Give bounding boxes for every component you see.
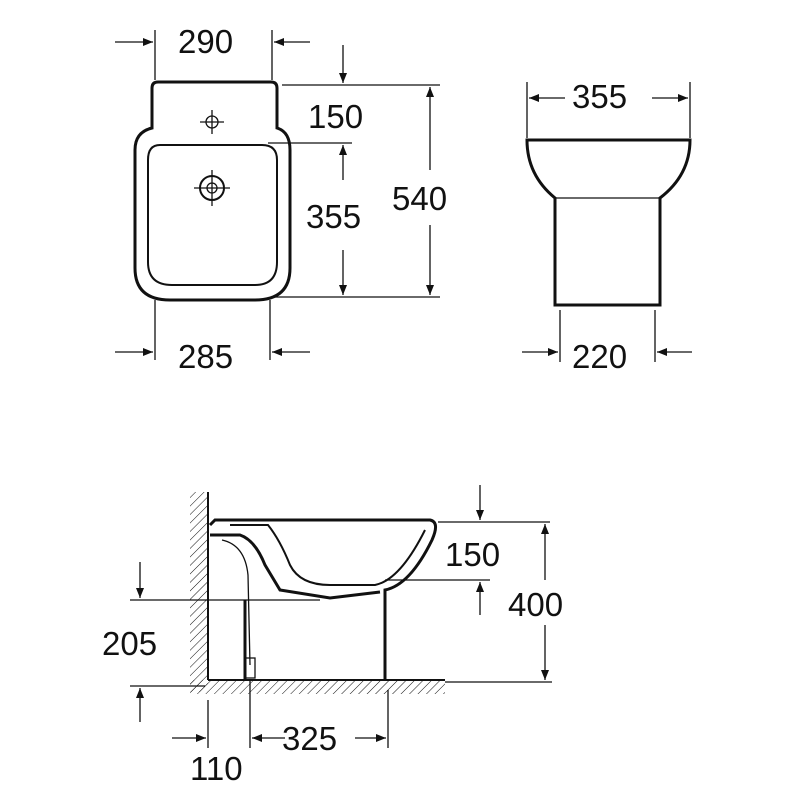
dim-fixing-distance: 325: [282, 720, 337, 757]
dim-height: 400: [508, 586, 563, 623]
drain-icon: [194, 170, 230, 206]
bidet-top-outline: [133, 80, 292, 302]
dim-top-width: 290: [178, 23, 233, 60]
front-view: 355 220: [522, 78, 692, 375]
dim-bottom-width: 285: [178, 338, 233, 375]
dim-back-depth: 150: [308, 98, 363, 135]
dim-base-width: 220: [572, 338, 627, 375]
dim-total-length: 540: [392, 180, 447, 217]
wall-hatching: [190, 492, 208, 692]
dim-front-width: 355: [572, 78, 627, 115]
dim-outlet-height: 205: [102, 625, 157, 662]
bidet-front-outline: [525, 138, 692, 307]
tap-hole-icon: [200, 110, 224, 134]
side-view: 150 400 205 325 110: [102, 485, 563, 787]
floor-hatching: [190, 680, 445, 694]
dim-outlet-distance: 110: [190, 750, 243, 787]
top-view: 290 150 355 540 285: [115, 23, 447, 375]
dim-bowl-depth: 150: [445, 536, 500, 573]
dim-bowl-length: 355: [306, 198, 361, 235]
bowl-rim: [147, 144, 278, 286]
